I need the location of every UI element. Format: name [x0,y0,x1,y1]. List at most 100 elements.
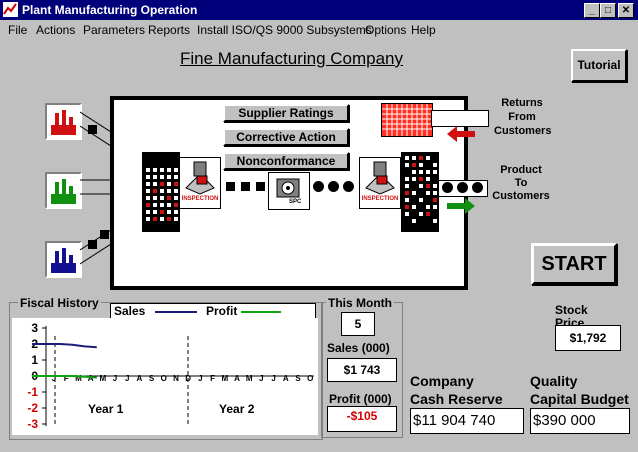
x-tick-label: J [52,374,56,383]
x-tick-label: A [283,374,289,383]
cash-label-line: Cash Reserve [410,391,503,407]
x-tick-label: J [125,374,129,383]
chart-legend: Sales Profit [110,303,316,319]
profit-value: -$105 [327,406,397,432]
x-tick-label: A [234,374,240,383]
inspection-icon [365,161,395,195]
nonconformance-button[interactable]: Nonconformance [223,152,349,170]
factory-green-icon[interactable] [45,172,82,209]
y-tick-label: 1 [31,353,38,367]
x-tick-label: A [137,374,143,383]
menu-options[interactable]: Options [365,23,407,37]
cash-label-line: Company [410,373,474,389]
product-icon [313,181,324,192]
y-tick-label: -3 [27,417,38,431]
product-icon [328,181,339,192]
fiscal-history-title: Fiscal History [18,296,101,310]
returns-bin[interactable] [381,103,433,137]
factory-blue-icon[interactable] [45,241,82,278]
menu-reports[interactable]: Reports [148,23,191,37]
fiscal-history-frame [9,302,323,440]
part-icon [88,240,97,249]
x-tick-label: J [113,374,117,383]
inspection-label: INSPECTION [361,196,399,202]
returns-grid [382,104,432,136]
legend-sales-swatch [155,311,197,313]
maximize-button[interactable]: □ [600,3,616,18]
stock-price-value: $1,792 [555,325,621,351]
x-tick-label: A [88,374,94,383]
y-tick-label: -2 [27,401,38,415]
year1-label: Year 1 [88,402,124,416]
legend-profit-swatch [241,311,281,313]
sales-label: Sales (000) [327,341,390,355]
returns-label-line: Customers [494,125,552,137]
stock-label-line: Stock [555,303,588,317]
returns-label: Returns From Customers [494,96,552,138]
finished-inventory[interactable] [401,152,439,232]
product-icon [442,182,453,193]
x-tick-label: F [64,374,69,383]
title-bar: Plant Manufacturing Operation _ □ ✕ [0,0,638,20]
factory-red-icon[interactable] [45,103,82,140]
window-title: Plant Manufacturing Operation [22,3,198,17]
cash-reserve-value: $11 904 740 [410,408,524,434]
cash-reserve-label: Company Cash Reserve [410,372,503,408]
tutorial-button[interactable]: Tutorial [571,49,627,82]
this-month-label: This Month [326,296,394,310]
spc-icon [276,178,300,198]
company-name: Fine Manufacturing Company [180,49,404,68]
x-tick-label: S [295,374,301,383]
inspection-station-1[interactable]: INSPECTION [179,157,221,209]
returns-conveyor [431,110,489,127]
product-label-line: Product [500,164,542,176]
x-tick-label: F [210,374,215,383]
x-tick-label: O [307,374,313,383]
month-value: 5 [341,312,375,336]
quality-budget-value: $390 000 [530,408,630,434]
x-tick-label: M [99,374,106,383]
menu-help[interactable]: Help [411,23,436,37]
product-label-line: Customers [492,190,550,202]
legend-sales-label: Sales [114,304,146,318]
quality-budget-label-line: Capital Budget [530,391,629,407]
x-tick-label: O [161,374,167,383]
inspection-station-2[interactable]: INSPECTION [359,157,401,209]
series-line-profit [32,375,97,379]
x-tick-label: J [259,374,263,383]
inspection-label: INSPECTION [181,196,219,202]
menu-file[interactable]: File [8,23,28,37]
legend-profit-label: Profit [206,304,238,318]
incoming-inventory[interactable] [142,152,180,232]
y-tick-label: 3 [31,321,38,335]
x-tick-label: J [198,374,202,383]
x-tick-label: M [221,374,228,383]
menu-install[interactable]: Install ISO/QS 9000 Subsystems [197,23,372,37]
inspection-icon [185,161,215,195]
returns-arrow-icon [447,126,475,142]
corrective-action-button[interactable]: Corrective Action [223,128,349,146]
inventory-grid [146,168,178,221]
spc-label: SPC [289,199,302,205]
quality-budget-label-line: Quality [530,373,578,389]
product-icon [457,182,468,193]
returns-label-line: Returns [501,97,543,109]
product-icon [472,182,483,193]
product-icon [343,181,354,192]
year2-label: Year 2 [219,402,255,416]
start-button[interactable]: START [531,243,617,285]
menu-actions[interactable]: Actions [36,23,76,37]
close-button[interactable]: ✕ [618,3,634,18]
minimize-button[interactable]: _ [584,3,600,18]
x-tick-label: S [149,374,155,383]
series-line-sales [32,343,97,349]
spc-station[interactable]: SPC [268,172,310,210]
supplier-ratings-button[interactable]: Supplier Ratings [223,104,349,122]
part-icon [241,182,250,191]
product-label: Product To Customers [492,164,550,203]
x-tick-label: M [246,374,253,383]
y-tick-label: -1 [27,385,38,399]
part-icon [100,230,109,239]
menu-parameters[interactable]: Parameters [83,23,146,37]
